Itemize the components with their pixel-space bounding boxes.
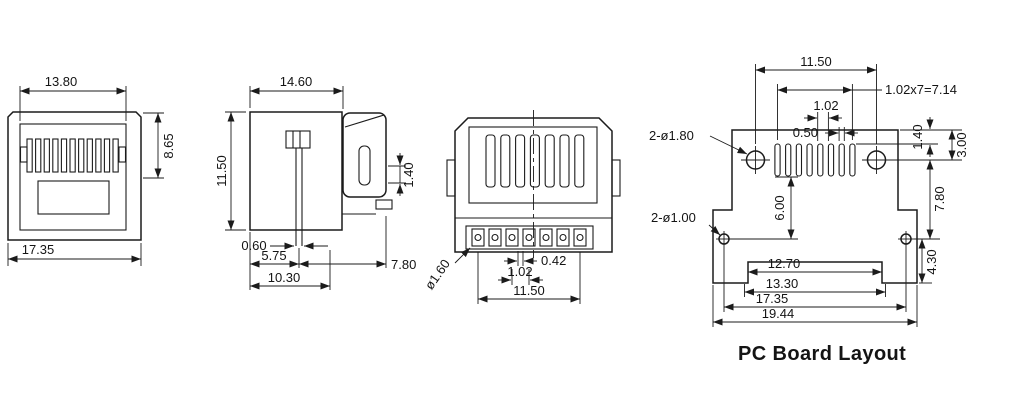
- side-view-dimensions: 14.60 11.50 1.40 0.60 5.75 7.80 10.30: [214, 74, 416, 290]
- dim-peg-hole-span: 17.35: [756, 291, 789, 306]
- pin-view-dimensions: ø1.60 0.42 1.02 11.50: [422, 247, 581, 304]
- dim-pad-width: 0.50: [793, 125, 818, 140]
- front-view-outline: [7, 111, 142, 241]
- dim-side-depth-bottom: 10.30: [268, 270, 301, 285]
- front-view-left-notch: [19, 146, 28, 163]
- dim-pad-pitch-total: 1.02x7=7.14: [885, 82, 957, 97]
- dim-ear-height: 4.30: [924, 249, 939, 274]
- dim-recess-width: 12.70: [768, 256, 801, 271]
- dim-side-pin-to-front: 7.80: [391, 257, 416, 272]
- dim-pad-top-offset: 1.40: [910, 124, 925, 149]
- front-view-dimensions: 13.80 8.65 17.35: [7, 74, 176, 266]
- dim-front-height: 8.65: [161, 133, 176, 158]
- board-pad-slots: [774, 143, 856, 177]
- pin-view-opening: [468, 126, 598, 204]
- pc-board-layout-view: 11.50 1.02x7=7.14 1.02 0.50 1.40 3.00: [649, 54, 969, 365]
- hole-crosshairs: [716, 146, 914, 247]
- pin-view-outline: [454, 117, 613, 253]
- callout-mount-holes: 2-ø1.80: [649, 128, 694, 143]
- dim-side-depth-top: 14.60: [280, 74, 313, 89]
- dim-inner-width: 13.30: [766, 276, 799, 291]
- pin-view-pin-pads: [471, 228, 587, 247]
- side-view: 14.60 11.50 1.40 0.60 5.75 7.80 10.30: [214, 74, 416, 290]
- dim-row-spacing-right: 7.80: [932, 186, 947, 211]
- side-view-flange: [342, 112, 387, 198]
- board-layout-title: PC Board Layout: [738, 343, 906, 365]
- side-view-slot: [358, 145, 371, 186]
- dim-pad-pitch: 1.02: [813, 98, 838, 113]
- pin-view-left-ear: [446, 159, 456, 197]
- dim-mount-hole-top-offset: 3.00: [954, 132, 969, 157]
- dim-mount-hole-span: 11.50: [800, 54, 832, 69]
- front-view: 13.80 8.65 17.35: [7, 74, 176, 266]
- board-dimensions: 11.50 1.02x7=7.14 1.02 0.50 1.40 3.00: [649, 54, 969, 327]
- dim-pad-gap: 0.42: [541, 253, 566, 268]
- side-view-contact-stack: [285, 130, 311, 149]
- dim-pin-diameter: ø1.60: [422, 256, 453, 292]
- dim-side-pin-thickness: 0.60: [241, 238, 266, 253]
- board-outline: [712, 129, 918, 284]
- dim-front-width-bottom: 17.35: [22, 242, 55, 257]
- dim-side-height: 11.50: [214, 155, 229, 187]
- front-view-opening: [19, 123, 127, 231]
- dim-pin-pitch: 1.02: [507, 264, 532, 279]
- side-view-peg: [375, 199, 393, 210]
- side-view-chamfer: [344, 114, 385, 128]
- side-view-solder-pins: [295, 148, 303, 246]
- pin-view-contact-slots: [485, 134, 585, 188]
- dim-total-width: 19.44: [762, 306, 795, 321]
- pin-view-pin-strip: [465, 225, 594, 250]
- dim-row-span: 11.50: [513, 283, 545, 298]
- front-view-latch-window: [37, 180, 110, 215]
- dim-front-width-top: 13.80: [45, 74, 78, 89]
- front-view-right-notch: [118, 146, 127, 163]
- callout-peg-holes: 2-ø1.00: [651, 210, 696, 225]
- dim-side-pin-offset: 5.75: [261, 248, 286, 263]
- dim-side-tab: 1.40: [401, 162, 416, 187]
- front-view-contact-comb: [26, 138, 119, 173]
- pin-view-right-ear: [611, 159, 621, 197]
- pin-face-view: ø1.60 0.42 1.02 11.50: [422, 110, 621, 304]
- dim-row-spacing-left: 6.00: [772, 195, 787, 220]
